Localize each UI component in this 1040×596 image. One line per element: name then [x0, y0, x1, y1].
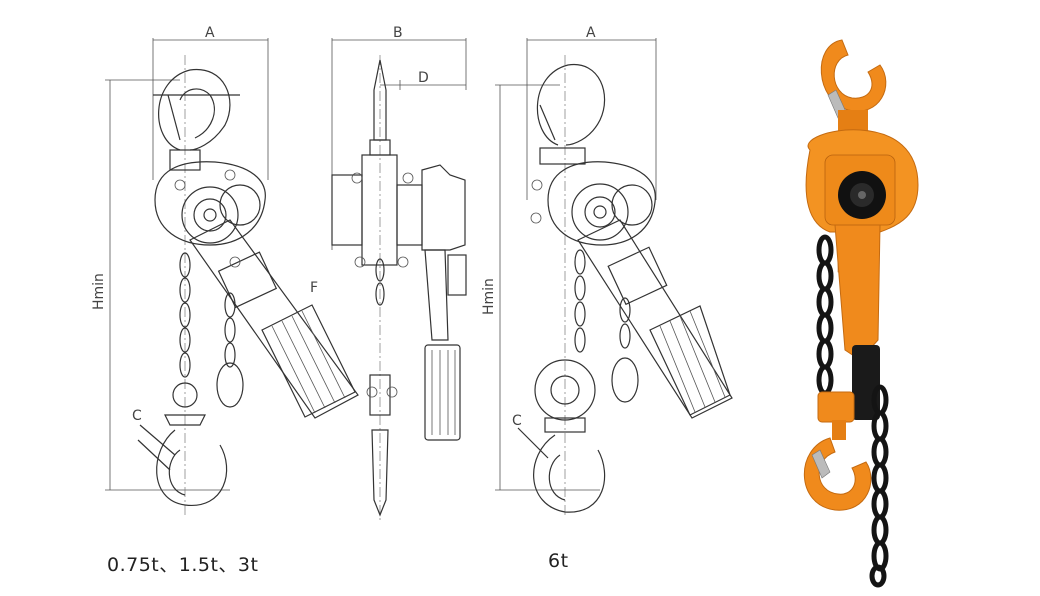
side-view: B D [331, 25, 467, 520]
dimension-d-label: D [418, 70, 429, 86]
dimension-c-label: C [132, 408, 142, 424]
dimension-hmin2-label: Hmin [481, 278, 497, 315]
dimension-a-label: A [205, 25, 215, 41]
caption-large-model: 6t [548, 550, 569, 572]
caption-small-models: 0.75t、1.5t、3t [107, 554, 259, 576]
dimension-b-label: B [393, 25, 403, 41]
dimension-c2-label: C [512, 413, 522, 429]
dimension-hmin-label: Hmin [91, 273, 107, 310]
front-view-large: A Hmin [481, 25, 733, 515]
front-view-small: A Hmin F [91, 25, 359, 515]
dimension-a2-label: A [586, 25, 596, 41]
lever-hoist-photo [803, 39, 919, 588]
dimension-f-label: F [310, 280, 318, 296]
